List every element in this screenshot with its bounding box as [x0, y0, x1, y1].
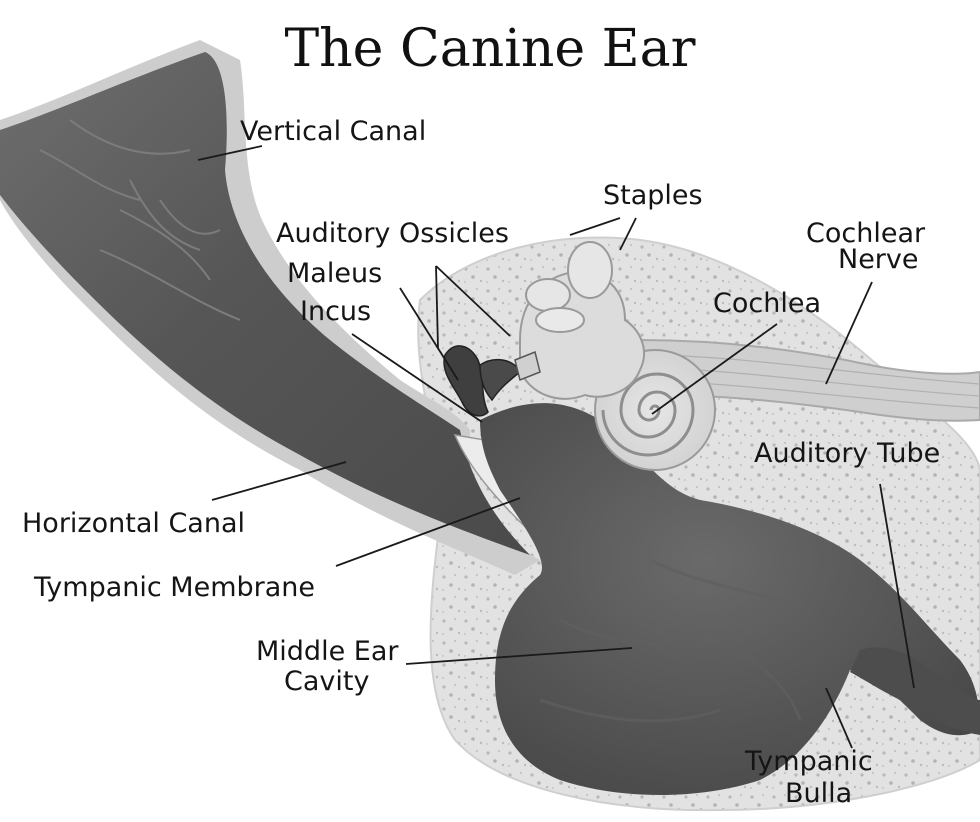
cavity-ridges	[539, 558, 802, 723]
leader-ossicles-b	[435, 265, 511, 337]
label-horizontal-canal: Horizontal Canal	[22, 508, 245, 539]
leader-cochlea	[651, 323, 778, 415]
leader-lines	[197, 145, 915, 749]
label-cochlea: Cochlea	[713, 288, 821, 319]
diagram-title: The Canine Ear	[285, 19, 696, 79]
leader-middle-ear-cavity	[405, 647, 633, 665]
label-cochlear-nerve-line1: Cochlear	[806, 218, 926, 249]
leader-cochlear-nerve	[825, 281, 873, 385]
auditory-tube-shape	[850, 647, 980, 735]
leader-tympanic-bulla	[825, 687, 853, 749]
leader-horizontal-canal	[211, 461, 347, 501]
label-middle-ear-cavity-line1: Middle Ear	[256, 636, 399, 667]
label-auditory-tube: Auditory Tube	[754, 438, 940, 469]
middle-ear-cavity-shape	[480, 403, 980, 795]
label-tympanic-bulla-line2: Bulla	[785, 778, 852, 809]
label-maleus: Maleus	[287, 258, 382, 289]
auditory-ossicles-shape	[443, 345, 541, 417]
leader-incus	[351, 333, 483, 423]
label-tympanic-membrane: Tympanic Membrane	[33, 572, 315, 603]
label-auditory-ossicles: Auditory Ossicles	[276, 218, 509, 249]
label-incus: Incus	[300, 296, 371, 327]
label-middle-ear-cavity-line2: Cavity	[284, 666, 369, 697]
label-vertical-canal: Vertical Canal	[240, 116, 426, 147]
label-staples: Staples	[603, 180, 703, 211]
leader-staples-a	[569, 217, 621, 236]
leader-auditory-tube	[879, 483, 915, 689]
vestibule-shape	[519, 241, 645, 400]
leader-tympanic-membrane	[335, 497, 521, 567]
leader-ossicles-a	[435, 265, 439, 349]
label-tympanic-bulla-line1: Tympanic	[744, 746, 873, 777]
ear-canal	[0, 52, 530, 555]
canal-folds	[39, 119, 241, 321]
leader-maleus	[399, 287, 459, 381]
label-cochlear-nerve-line2: Nerve	[838, 244, 919, 275]
leader-vertical-canal	[197, 145, 263, 161]
leader-staples-b	[619, 217, 637, 251]
